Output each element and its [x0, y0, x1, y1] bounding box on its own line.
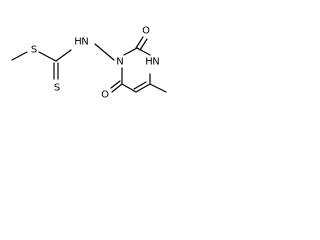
- sulfur-thione-label: S: [54, 83, 60, 94]
- bond-c2-o-double-2: [139, 38, 148, 51]
- nitrogen-ring-h-label: N: [152, 57, 159, 68]
- bond-methyl-s: [11, 51, 28, 61]
- chemical-structure: S S N H N O N H O: [11, 26, 167, 101]
- nitrogen-amino-label: N: [81, 37, 88, 48]
- bond-c5-c6: [121, 83, 137, 93]
- bond-s-c: [38, 51, 57, 62]
- hydrogen-ring-label: H: [145, 57, 153, 68]
- bond-c6-o-double-2: [110, 80, 121, 89]
- bond-nh-n: [94, 43, 115, 61]
- bond-c6-o-double-1: [111, 83, 123, 93]
- oxygen-top-label: O: [142, 26, 150, 37]
- bond-c4-methyl: [149, 83, 167, 93]
- bond-c-nh: [55, 49, 72, 62]
- hydrogen-amino-label: H: [74, 37, 82, 48]
- bond-c2-o-double-1: [135, 36, 144, 49]
- bond-c4-c5: [135, 83, 151, 93]
- nitrogen-ring-label: N: [116, 57, 123, 68]
- oxygen-bottom-label: O: [101, 90, 109, 101]
- sulfur-methyl-label: S: [31, 45, 37, 56]
- bond-c2-n3: [136, 47, 151, 56]
- bond-c4-c5-inner: [133, 81, 147, 90]
- bond-n1-c2: [123, 47, 138, 56]
